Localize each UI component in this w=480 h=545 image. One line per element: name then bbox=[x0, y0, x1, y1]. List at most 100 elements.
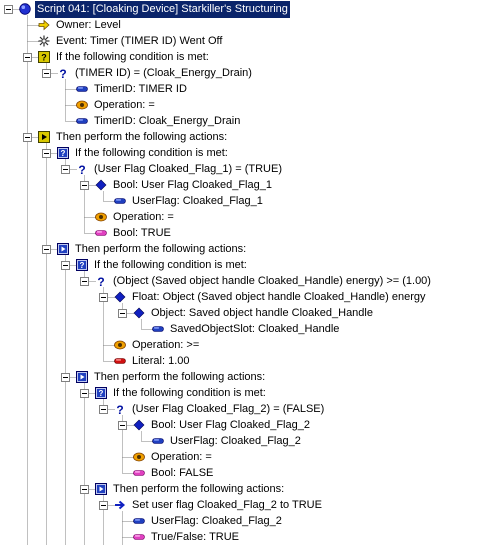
tree-node-label[interactable]: Operation: = bbox=[94, 99, 155, 111]
operation-eye-icon bbox=[76, 99, 88, 111]
tree-node-label[interactable]: Operation: >= bbox=[132, 339, 200, 351]
collapse-toggle[interactable] bbox=[80, 181, 89, 190]
tree-node[interactable]: Operation: = bbox=[0, 449, 480, 466]
svg-text:?: ? bbox=[61, 149, 66, 158]
collapse-toggle[interactable] bbox=[118, 421, 127, 430]
tree-node[interactable]: ?(User Flag Cloaked_Flag_1) = (TRUE) bbox=[0, 161, 480, 178]
tree-node-label[interactable]: If the following condition is met: bbox=[113, 387, 266, 399]
tree-node[interactable]: ?If the following condition is met: bbox=[0, 257, 480, 274]
collapse-toggle[interactable] bbox=[23, 133, 32, 142]
tree-node[interactable]: Bool: FALSE bbox=[0, 465, 480, 482]
owner-arrow-icon bbox=[38, 19, 50, 31]
collapse-toggle[interactable] bbox=[80, 277, 89, 286]
tree-node[interactable]: Operation: = bbox=[0, 97, 480, 114]
tree-node[interactable]: Then perform the following actions: bbox=[0, 129, 480, 146]
tree-node[interactable]: Script 041: [Cloaking Device] Starkiller… bbox=[0, 1, 480, 18]
tree-node-label[interactable]: Operation: = bbox=[113, 211, 174, 223]
tree-node[interactable]: ?(Object (Saved object handle Cloaked_Ha… bbox=[0, 273, 480, 290]
tree-node-label[interactable]: Bool: User Flag Cloaked_Flag_2 bbox=[151, 419, 310, 431]
tree-node[interactable]: TimerID: Cloak_Energy_Drain bbox=[0, 113, 480, 130]
tree-node-label[interactable]: Then perform the following actions: bbox=[113, 483, 285, 495]
tree-node[interactable]: ?(User Flag Cloaked_Flag_2) = (FALSE) bbox=[0, 401, 480, 418]
collapse-toggle[interactable] bbox=[42, 245, 51, 254]
tree-node-label[interactable]: Literal: 1.00 bbox=[132, 355, 190, 367]
operation-eye-icon bbox=[95, 211, 107, 223]
tree-node-label[interactable]: Script 041: [Cloaking Device] Starkiller… bbox=[35, 1, 290, 18]
diamond-icon bbox=[133, 307, 145, 319]
collapse-toggle[interactable] bbox=[118, 309, 127, 318]
tree-node[interactable]: True/False: TRUE bbox=[0, 529, 480, 545]
collapse-toggle[interactable] bbox=[80, 389, 89, 398]
blue-pill-icon bbox=[114, 195, 126, 207]
script-globe-icon bbox=[19, 3, 31, 15]
collapse-toggle[interactable] bbox=[42, 69, 51, 78]
collapse-toggle[interactable] bbox=[42, 149, 51, 158]
tree-node[interactable]: ? (TIMER ID) = (Cloak_Energy_Drain) bbox=[0, 65, 480, 82]
tree-node[interactable]: Then perform the following actions: bbox=[0, 241, 480, 258]
blue-action-icon bbox=[76, 371, 88, 383]
tree-node[interactable]: Operation: = bbox=[0, 209, 480, 226]
tree-node-label[interactable]: True/False: TRUE bbox=[151, 531, 240, 543]
tree-node-label[interactable]: (TIMER ID) = (Cloak_Energy_Drain) bbox=[75, 67, 252, 79]
collapse-toggle[interactable] bbox=[99, 293, 108, 302]
tree-node[interactable]: UserFlag: Cloaked_Flag_2 bbox=[0, 433, 480, 450]
tree-node[interactable]: Operation: >= bbox=[0, 337, 480, 354]
tree-node-label[interactable]: Float: Object (Saved object handle Cloak… bbox=[132, 291, 426, 303]
collapse-toggle[interactable] bbox=[99, 405, 108, 414]
tree-node-label[interactable]: Then perform the following actions: bbox=[56, 131, 228, 143]
tree-node[interactable]: Bool: TRUE bbox=[0, 225, 480, 242]
collapse-toggle[interactable] bbox=[23, 53, 32, 62]
collapse-toggle[interactable] bbox=[61, 373, 70, 382]
tree-node-label[interactable]: Set user flag Cloaked_Flag_2 to TRUE bbox=[132, 499, 322, 511]
tree-node-label[interactable]: Owner: Level bbox=[56, 19, 121, 31]
tree-node-label[interactable]: If the following condition is met: bbox=[75, 147, 228, 159]
tree-node-label[interactable]: (User Flag Cloaked_Flag_1) = (TRUE) bbox=[94, 163, 282, 175]
tree-node[interactable]: Owner: Level bbox=[0, 17, 480, 34]
tree-node-label[interactable]: Operation: = bbox=[151, 451, 212, 463]
tree-node-label[interactable]: SavedObjectSlot: Cloaked_Handle bbox=[170, 323, 340, 335]
tree-node[interactable]: Bool: User Flag Cloaked_Flag_2 bbox=[0, 417, 480, 434]
collapse-toggle[interactable] bbox=[61, 261, 70, 270]
tree-node-label[interactable]: If the following condition is met: bbox=[56, 51, 209, 63]
collapse-toggle[interactable] bbox=[99, 501, 108, 510]
tree-node[interactable]: UserFlag: Cloaked_Flag_2 bbox=[0, 513, 480, 530]
tree-node-label[interactable]: If the following condition is met: bbox=[94, 259, 247, 271]
tree-node[interactable]: ? If the following condition is met: bbox=[0, 385, 480, 402]
tree-node-label[interactable]: TimerID: TIMER ID bbox=[94, 83, 187, 95]
tree-node-label[interactable]: Event: Timer (TIMER ID) Went Off bbox=[56, 35, 223, 47]
tree-node-label[interactable]: (User Flag Cloaked_Flag_2) = (FALSE) bbox=[132, 403, 325, 415]
tree-node-label[interactable]: Bool: User Flag Cloaked_Flag_1 bbox=[113, 179, 272, 191]
tree-node-label[interactable]: Bool: TRUE bbox=[113, 227, 171, 239]
tree-node[interactable]: ? If the following condition is met: bbox=[0, 145, 480, 162]
tree-node-label[interactable]: Then perform the following actions: bbox=[75, 243, 247, 255]
tree-node-label[interactable]: Bool: FALSE bbox=[151, 467, 214, 479]
tree-node[interactable]: Set user flag Cloaked_Flag_2 to TRUE bbox=[0, 497, 480, 514]
tree-node[interactable]: Event: Timer (TIMER ID) Went Off bbox=[0, 33, 480, 50]
collapse-toggle[interactable] bbox=[61, 165, 70, 174]
collapse-toggle[interactable] bbox=[4, 5, 13, 14]
tree-node[interactable]: Object: Saved object handle Cloaked_Hand… bbox=[0, 305, 480, 322]
svg-text:?: ? bbox=[59, 67, 66, 79]
tree-node-label[interactable]: UserFlag: Cloaked_Flag_2 bbox=[151, 515, 282, 527]
tree-node-label[interactable]: UserFlag: Cloaked_Flag_1 bbox=[132, 195, 263, 207]
tree-node-label[interactable]: Object: Saved object handle Cloaked_Hand… bbox=[151, 307, 373, 319]
svg-text:?: ? bbox=[99, 389, 104, 398]
tree-node-label[interactable]: TimerID: Cloak_Energy_Drain bbox=[94, 115, 241, 127]
tree-node[interactable]: Then perform the following actions: bbox=[0, 481, 480, 498]
magenta-pill-icon bbox=[133, 467, 145, 479]
diamond-icon bbox=[95, 179, 107, 191]
tree-node[interactable]: TimerID: TIMER ID bbox=[0, 81, 480, 98]
tree-node[interactable]: Float: Object (Saved object handle Cloak… bbox=[0, 289, 480, 306]
tree-node-label[interactable]: (Object (Saved object handle Cloaked_Han… bbox=[113, 275, 431, 287]
tree-node[interactable]: ? If the following condition is met: bbox=[0, 49, 480, 66]
tree-node[interactable]: Bool: User Flag Cloaked_Flag_1 bbox=[0, 177, 480, 194]
tree-node[interactable]: UserFlag: Cloaked_Flag_1 bbox=[0, 193, 480, 210]
svg-text:?: ? bbox=[41, 53, 47, 63]
tree-node-label[interactable]: Then perform the following actions: bbox=[94, 371, 266, 383]
tree-node[interactable]: Then perform the following actions: bbox=[0, 369, 480, 386]
tree-node-label[interactable]: UserFlag: Cloaked_Flag_2 bbox=[170, 435, 301, 447]
tree-node[interactable]: SavedObjectSlot: Cloaked_Handle bbox=[0, 321, 480, 338]
tree-node[interactable]: Literal: 1.00 bbox=[0, 353, 480, 370]
collapse-toggle[interactable] bbox=[80, 485, 89, 494]
